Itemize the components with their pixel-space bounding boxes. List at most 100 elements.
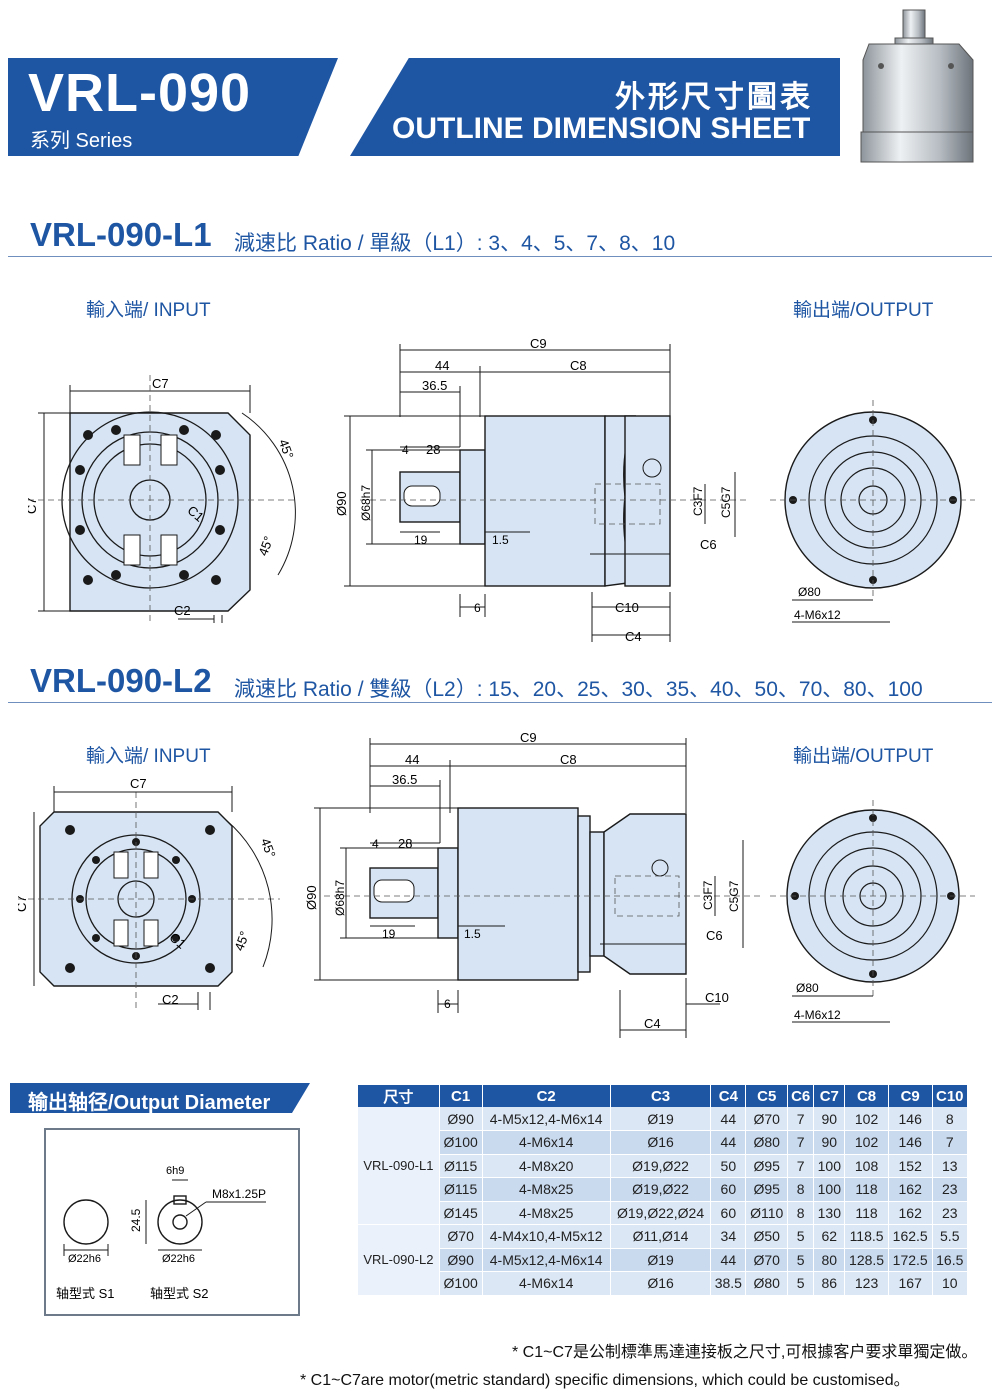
table-header-cell: C9 <box>888 1085 933 1107</box>
table-cell: 60 <box>710 1177 747 1202</box>
l2-19: 19 <box>382 927 396 941</box>
l1-45-top: 45° <box>276 437 297 461</box>
table-cell: 23 <box>932 1201 968 1225</box>
table-header-cell: C7 <box>813 1085 846 1107</box>
output-diameter-title: 输出轴径/Output Diameter <box>28 1092 271 1114</box>
table-cell: Ø11,Ø14 <box>610 1224 712 1249</box>
l1-c2: C2 <box>174 603 191 618</box>
table-cell: 118 <box>844 1177 889 1202</box>
table-cell: 5 <box>787 1224 815 1249</box>
l2-c10: C10 <box>705 990 729 1005</box>
l2-1-5: 1.5 <box>464 927 481 941</box>
l1-c8: C8 <box>570 358 587 373</box>
section-l2-rule <box>8 702 992 703</box>
table-cell: 16.5 <box>932 1248 968 1272</box>
table-cell: 7 <box>787 1154 815 1178</box>
l2-6: 6 <box>444 997 451 1011</box>
table-cell: Ø80 <box>745 1130 789 1155</box>
table-cell: 102 <box>844 1107 889 1131</box>
table-cell: 8 <box>787 1201 815 1225</box>
l1-45-bottom: 45° <box>255 534 276 558</box>
table-cell: 10 <box>932 1271 968 1296</box>
table-cell: 4-M5x12,4-M6x14 <box>482 1107 611 1131</box>
s2-height: 24.5 <box>129 1208 143 1232</box>
table-cell: 90 <box>813 1130 846 1155</box>
l1-bolt: 4-M6x12 <box>794 608 841 622</box>
table-cell: Ø80 <box>745 1271 789 1296</box>
table-header-cell: C1 <box>439 1085 483 1107</box>
l2-45-bottom: 45° <box>231 929 252 953</box>
table-cell: 4-M8x25 <box>482 1177 611 1202</box>
table-cell: 7 <box>932 1130 968 1155</box>
table-cell: Ø70 <box>439 1224 483 1249</box>
l2-45-top: 45° <box>258 836 279 860</box>
l2-c2: C2 <box>162 992 179 1007</box>
l1-output-view: Ø80 4-M6x12 <box>770 400 975 623</box>
table-cell: Ø50 <box>745 1224 789 1249</box>
table-cell: Ø19,Ø22 <box>610 1177 712 1202</box>
table-cell: 123 <box>844 1271 889 1296</box>
table-cell: Ø90 <box>439 1248 483 1272</box>
table-cell: 100 <box>813 1177 846 1202</box>
note-en: * C1~C7are motor(metric standard) specif… <box>300 1372 910 1389</box>
table-header-cell: C2 <box>482 1085 611 1107</box>
l2-28: 28 <box>398 836 412 851</box>
l1-c6: C6 <box>700 537 717 552</box>
table-cell: 5.5 <box>932 1224 968 1249</box>
l2-output-caption: 輸出端/OUTPUT <box>793 746 934 767</box>
l1-36-5: 36.5 <box>422 378 447 393</box>
l1-phi68: Ø68h7 <box>359 485 373 521</box>
l2-c5: C5G7 <box>727 880 741 912</box>
table-cell: 90 <box>813 1107 846 1131</box>
table-cell: Ø95 <box>745 1177 789 1202</box>
table-cell: 4-M5x12,4-M6x14 <box>482 1248 611 1272</box>
table-cell: 102 <box>844 1130 889 1155</box>
table-cell: Ø19 <box>610 1248 712 1272</box>
table-cell: 44 <box>710 1248 747 1272</box>
section-l2-ratio: 減速比 Ratio / 雙級（L2）: 15、20、25、30、35、40、50… <box>234 678 923 701</box>
l2-phi80: Ø80 <box>796 981 819 995</box>
l2-input-view: C7 C7 45° 45° C1 C2 <box>18 776 280 1012</box>
l2-c9: C9 <box>520 730 537 745</box>
table-cell: 108 <box>844 1154 889 1178</box>
table-cell: 44 <box>710 1107 747 1131</box>
table-cell: 5 <box>787 1248 815 1272</box>
table-cell: 80 <box>813 1248 846 1272</box>
s2-thread: M8x1.25P <box>212 1187 266 1201</box>
l2-4: 4 <box>372 837 379 851</box>
table-cell: 13 <box>932 1154 968 1178</box>
model-name: VRL-090 <box>28 63 252 123</box>
table-cell: 8 <box>787 1177 815 1202</box>
table-cell: Ø100 <box>439 1271 483 1296</box>
table-cell: 152 <box>888 1154 933 1178</box>
table-cell: Ø110 <box>745 1201 789 1225</box>
table-cell: 50 <box>710 1154 747 1178</box>
l1-19: 19 <box>414 533 428 547</box>
note-cn: * C1~C7是公制標準馬達連接板之尺寸,可根據客户要求單獨定做。 <box>512 1344 978 1361</box>
table-model-cell: VRL-090-L2 <box>358 1224 440 1296</box>
table-cell: 4-M6x14 <box>482 1130 611 1155</box>
table-cell: 162.5 <box>888 1224 933 1249</box>
l1-side-view: C9 44 C8 36.5 4 28 Ø90 Ø68h7 19 1.5 C3F7… <box>334 336 750 644</box>
table-cell: 4-M6x14 <box>482 1271 611 1296</box>
s2-dia: Ø22h6 <box>162 1253 195 1265</box>
section-l1-title: VRL-090-L1 <box>30 216 212 253</box>
section-l1-rule <box>8 256 992 257</box>
s1-dia: Ø22h6 <box>68 1253 101 1265</box>
table-cell: 167 <box>888 1271 933 1296</box>
l1-input-view: C7 C7 45° 45° C1 C2 <box>28 375 298 625</box>
table-cell: 23 <box>932 1177 968 1202</box>
table-cell: 100 <box>813 1154 846 1178</box>
table-cell: Ø19 <box>610 1107 712 1131</box>
l1-c3: C3F7 <box>691 486 705 516</box>
table-cell: Ø90 <box>439 1107 483 1131</box>
l2-c8: C8 <box>560 752 577 767</box>
gearbox-product-image <box>860 9 974 163</box>
l2-c7-top: C7 <box>130 776 147 791</box>
l1-phi90: Ø90 <box>334 491 349 516</box>
l1-input-caption: 輸入端/ INPUT <box>86 300 211 321</box>
